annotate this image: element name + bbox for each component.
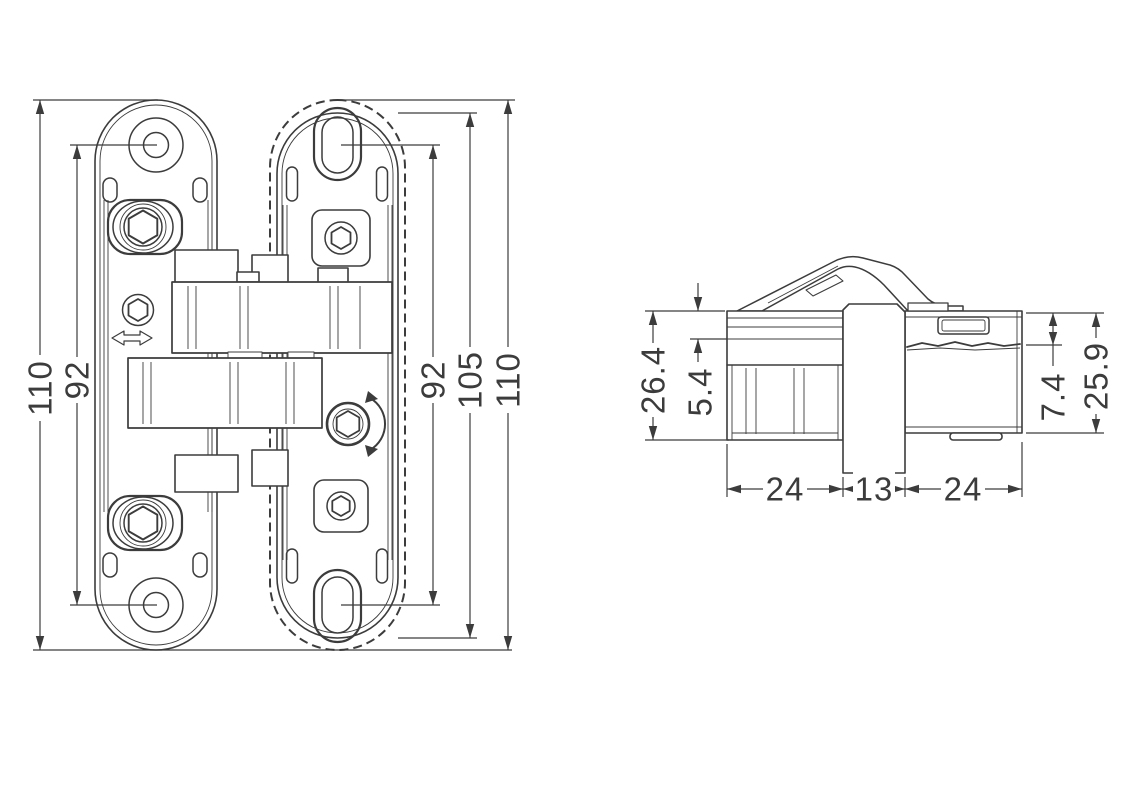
- hex-screw-icon: [324, 221, 358, 255]
- svg-text:25.9: 25.9: [1078, 342, 1115, 410]
- dim-label-gap-width: 13: [853, 471, 895, 508]
- slot: [375, 548, 389, 584]
- dim-front-overall-right: 110: [337, 99, 527, 650]
- dim-side-right-height: 25.9: [1026, 313, 1115, 434]
- rotation-adjust-screw: [325, 391, 387, 457]
- dim-label-holes-left: 92: [59, 357, 96, 403]
- dim-front-overall-left: 110: [22, 99, 512, 651]
- dim-side-widths: 24 13 24: [726, 442, 1023, 508]
- svg-text:26.4: 26.4: [635, 346, 672, 414]
- frame-side-body: [904, 310, 1023, 441]
- adjustment-screw-bottom: [106, 494, 184, 552]
- slot: [285, 166, 299, 202]
- hinge-arms: [127, 271, 393, 429]
- svg-text:13: 13: [855, 471, 894, 508]
- lateral-adjust-arrow-icon: [111, 330, 153, 346]
- svg-text:110: 110: [22, 360, 59, 416]
- svg-text:105: 105: [452, 351, 489, 409]
- lower-arm: [127, 357, 323, 429]
- dim-label-slot-depth: 7.4: [1035, 369, 1072, 425]
- arm-mount-tab: [907, 302, 949, 312]
- dim-front-holes-right: 92: [341, 144, 452, 606]
- front-view: 110 92 92 105: [22, 99, 527, 651]
- hex-socket-icon: [127, 209, 159, 245]
- dim-label-overall-right: 110: [490, 347, 527, 413]
- dim-front-plate-height: 105: [398, 112, 489, 639]
- hex-socket-icon: [127, 505, 159, 541]
- slot: [285, 548, 299, 584]
- dim-label-right-height: 25.9: [1078, 338, 1115, 414]
- slot: [192, 177, 208, 203]
- svg-text:7.4: 7.4: [1035, 373, 1072, 422]
- svg-text:24: 24: [766, 471, 805, 508]
- dim-side-slot-depth: 7.4: [1026, 312, 1104, 425]
- hex-screw-icon: [326, 491, 356, 521]
- upper-arm: [171, 281, 393, 354]
- dim-label-left-width: 24: [763, 471, 807, 508]
- dim-side-collar-depth: 5.4: [682, 283, 727, 420]
- slot: [192, 552, 208, 578]
- svg-text:5.4: 5.4: [682, 368, 719, 417]
- dim-label-overall-left: 110: [22, 355, 59, 421]
- adjustment-screw-top: [106, 198, 184, 256]
- dim-label-right-width: 24: [941, 471, 985, 508]
- slot: [375, 166, 389, 202]
- slot: [102, 177, 118, 203]
- svg-text:92: 92: [415, 361, 452, 400]
- side-view: 26.4 5.4 7.4 2: [635, 255, 1115, 508]
- center-pivot-block: [842, 303, 906, 474]
- latch-slot: [937, 316, 990, 335]
- dim-label-plate-height: 105: [452, 347, 489, 413]
- rotation-adjust-arrow-icon: [365, 391, 387, 457]
- dim-front-holes-left: 92: [59, 144, 157, 606]
- slot: [102, 552, 118, 578]
- dim-side-left-height: 26.4: [635, 310, 729, 441]
- frame-plate: [251, 99, 406, 651]
- svg-text:24: 24: [944, 471, 983, 508]
- dim-label-collar-depth: 5.4: [682, 364, 719, 420]
- hex-socket-icon: [335, 410, 361, 438]
- dim-label-holes-right: 92: [415, 357, 452, 403]
- arm-edge: [805, 274, 844, 297]
- hex-screw-icon: [121, 293, 155, 327]
- dim-label-left-height: 26.4: [635, 343, 672, 417]
- svg-text:110: 110: [490, 352, 527, 408]
- svg-text:92: 92: [59, 361, 96, 400]
- break-line: [906, 341, 1021, 348]
- door-side-body: [726, 310, 844, 441]
